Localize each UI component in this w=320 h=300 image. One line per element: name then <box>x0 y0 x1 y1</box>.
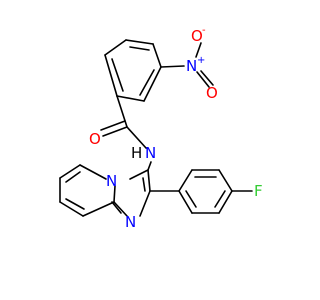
bond <box>218 169 233 192</box>
bond <box>65 198 85 210</box>
bond <box>195 42 202 58</box>
bond <box>147 161 152 171</box>
bond <box>129 46 150 51</box>
bond <box>65 171 81 183</box>
bond <box>142 177 146 192</box>
bond <box>178 190 193 214</box>
bond <box>143 66 162 102</box>
fluorine-label: F <box>254 182 263 200</box>
bond <box>104 54 118 97</box>
bond <box>113 201 128 217</box>
bond <box>129 169 149 180</box>
bond <box>178 169 193 192</box>
carbonyl-oxygen-label: O <box>89 130 101 148</box>
bond <box>200 70 214 86</box>
nitrobenzoyl-ring <box>104 39 162 102</box>
structure-svg: N + O - O O N H N N F <box>59 25 263 231</box>
bond <box>104 39 127 56</box>
nitro-nitrogen-label: N <box>186 57 197 75</box>
bond <box>160 65 185 68</box>
bond <box>100 120 126 131</box>
bond <box>139 190 151 217</box>
molecule-diagram: N + O - O O N H N N F <box>59 25 263 231</box>
bond <box>196 71 210 88</box>
nitro-oxygen-minus-charge: - <box>202 25 206 36</box>
bond <box>111 201 122 214</box>
bond <box>113 185 116 203</box>
fluorophenyl-ring <box>178 169 233 214</box>
nitro-oxygen-label: O <box>206 84 218 102</box>
imine-nitrogen-label: N <box>125 213 136 231</box>
imidazopyridine-core <box>59 164 151 217</box>
bond <box>126 126 147 149</box>
bond <box>59 164 81 179</box>
bridgehead-nitrogen-label: N <box>106 172 117 190</box>
bond <box>79 164 107 180</box>
bond <box>102 126 128 137</box>
bond <box>82 201 115 217</box>
amide-nitrogen-label: N <box>145 144 156 162</box>
bond <box>125 39 154 45</box>
bond <box>116 95 145 102</box>
nitro-nitrogen-charge: + <box>197 55 205 66</box>
bond <box>111 58 124 92</box>
bond <box>185 190 197 208</box>
bond <box>152 43 162 68</box>
bond <box>139 69 155 96</box>
bond <box>59 201 84 217</box>
nitro-oxygen-minus-label: O <box>191 27 203 45</box>
bond <box>218 190 233 214</box>
bond <box>116 95 128 128</box>
amide-hydrogen-label: H <box>131 144 142 162</box>
bond <box>147 169 151 192</box>
bond <box>214 190 226 208</box>
